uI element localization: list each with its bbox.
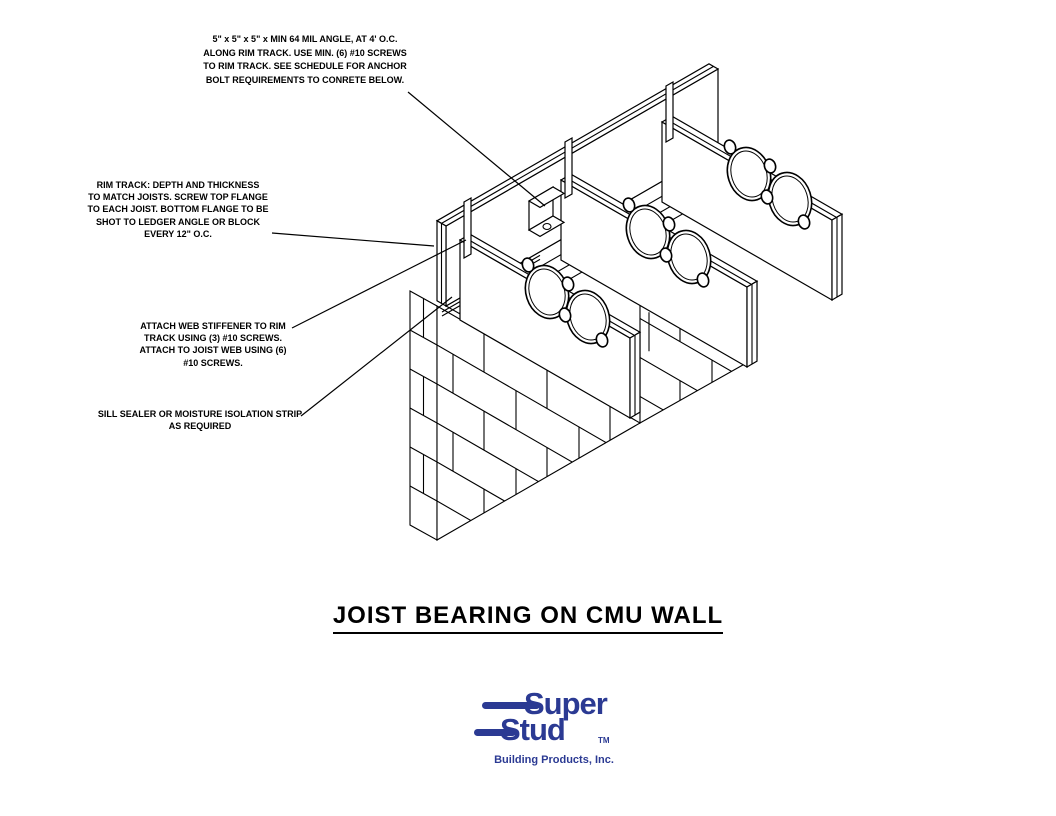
leader-stiffener-note (291, 239, 467, 329)
note-line: #10 SCREWS. (183, 357, 243, 368)
note-line: AS REQUIRED (168, 421, 232, 432)
note-line: TRACK USING (3) #10 SCREWS. (143, 333, 283, 344)
callout-web-stiffener-note: ATTACH WEB STIFFENER TO RIM TRACK USING … (130, 320, 296, 369)
web-stiffener-joist-2 (564, 136, 573, 200)
logo-tagline: Building Products, Inc. (494, 754, 614, 766)
joist-2 (559, 173, 759, 369)
web-stiffener-joist-1 (463, 196, 472, 260)
web-stiffeners (463, 80, 674, 260)
note-line: ATTACH WEB STIFFENER TO RIM (140, 321, 286, 331)
sheet-title: JOIST BEARING ON CMU WALL (0, 602, 1056, 634)
note-line: BOLT REQUIREMENTS TO CONRETE BELOW. (205, 74, 405, 85)
note-line: TO EACH JOIST. BOTTOM FLANGE TO BE (87, 204, 269, 215)
note-line: EVERY 12" O.C. (144, 228, 212, 239)
logo-swoosh-bottom (474, 729, 516, 736)
leader-lines (271, 91, 546, 417)
logo-word-stud: Stud (500, 712, 566, 747)
leader-angle-note (407, 91, 546, 207)
wall-end-face (409, 290, 438, 541)
note-line: TO RIM TRACK. SEE SCHEDULE FOR ANCHOR (203, 61, 407, 72)
joist-3 (660, 115, 844, 302)
note-line: 5" x 5" x 5" x MIN 64 MIL ANGLE, AT 4' O… (212, 34, 398, 44)
note-line: SILL SEALER OR MOISTURE ISOLATION STRIP (97, 409, 303, 419)
leader-rim-track-note (271, 232, 435, 247)
anchor-bolt-hole (542, 222, 552, 231)
note-line: ATTACH TO JOIST WEB USING (6) (139, 345, 287, 356)
web-stiffener-joist-3 (665, 80, 674, 144)
super-stud-logo: Super Stud TM Building Products, Inc. (474, 686, 652, 778)
logo-trademark: TM (598, 736, 610, 745)
note-line: RIM TRACK: DEPTH AND THICKNESS (96, 180, 260, 190)
callout-angle-note: 5" x 5" x 5" x MIN 64 MIL ANGLE, AT 4' O… (193, 33, 417, 87)
logo-word-super: Super (524, 686, 608, 721)
note-line: SHOT TO LEDGER ANGLE OR BLOCK (95, 216, 260, 227)
logo-swoosh-top (482, 702, 540, 709)
sheet-title-text: JOIST BEARING ON CMU WALL (332, 602, 724, 634)
note-line: TO MATCH JOISTS. SCREW TOP FLANGE (88, 192, 268, 203)
joist-1 (458, 233, 642, 420)
note-line: ALONG RIM TRACK. USE MIN. (6) #10 SCREWS (203, 47, 407, 58)
callout-sill-sealer-note: SILL SEALER OR MOISTURE ISOLATION STRIP … (86, 408, 314, 432)
callout-rim-track-note: RIM TRACK: DEPTH AND THICKNESS TO MATCH … (80, 179, 276, 240)
leader-sill-note (300, 296, 453, 417)
